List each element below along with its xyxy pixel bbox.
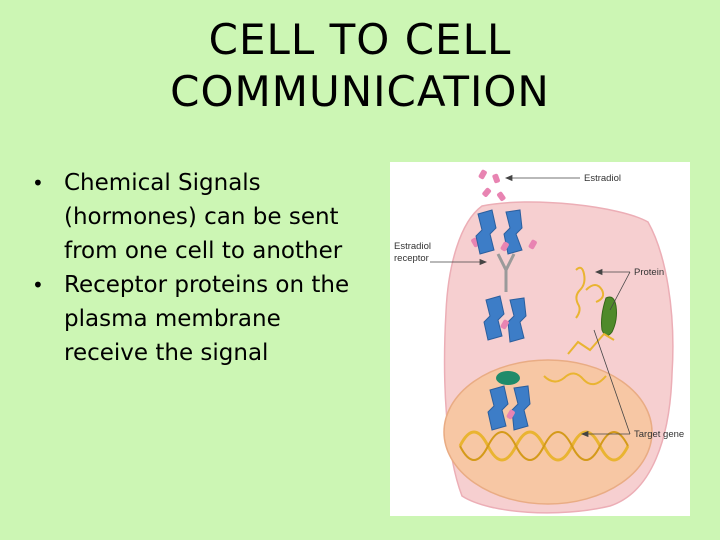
rna-strands bbox=[543, 266, 615, 386]
cell-diagram: Estradiol Estradiol receptor Protein Tar… bbox=[394, 169, 684, 514]
label-estradiol: Estradiol bbox=[584, 173, 621, 184]
label-pointers bbox=[430, 174, 631, 438]
dna-helix bbox=[458, 430, 630, 462]
title-line-1: CELL TO CELL bbox=[208, 15, 512, 64]
bullet-item: Chemical Signals (hormones) can be sent … bbox=[30, 166, 360, 268]
bound-hormones bbox=[500, 241, 515, 420]
label-target-gene: Target gene bbox=[634, 429, 684, 440]
title-line-2: COMMUNICATION bbox=[170, 67, 550, 116]
bullet-item: Receptor proteins on the plasma membrane… bbox=[30, 268, 360, 370]
label-receptor-line2: receptor bbox=[394, 253, 429, 264]
protein-shape bbox=[601, 296, 617, 336]
bullet-list: Chemical Signals (hormones) can be sent … bbox=[30, 166, 360, 370]
receptor-link bbox=[496, 253, 516, 292]
nuclear-complex bbox=[496, 371, 520, 385]
label-receptor-line1: Estradiol bbox=[394, 241, 431, 252]
label-protein: Protein bbox=[634, 267, 664, 278]
cell-signaling-figure: Estradiol Estradiol receptor Protein Tar… bbox=[390, 162, 690, 516]
slide-title: CELL TO CELL COMMUNICATION bbox=[60, 14, 660, 118]
receptor-proteins bbox=[475, 209, 531, 431]
